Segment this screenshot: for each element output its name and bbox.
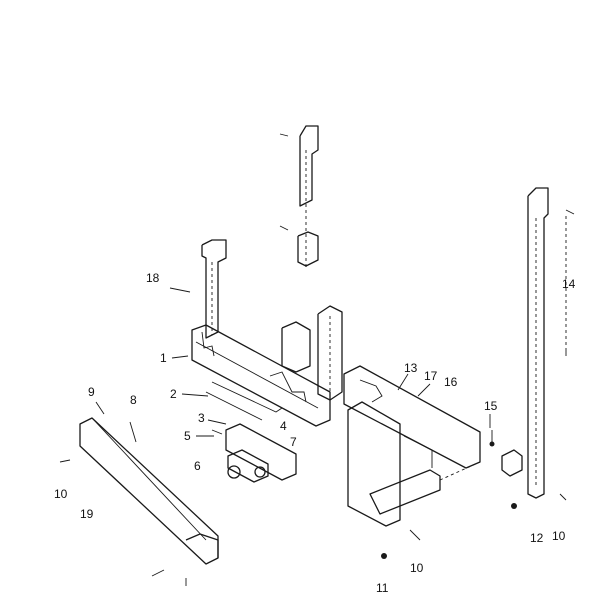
- callout-7: 7: [290, 435, 297, 449]
- top-center-post: [297, 125, 319, 270]
- callout-12: 12: [530, 531, 544, 545]
- callout-10-left: 10: [54, 487, 68, 501]
- leader-lines: [95, 287, 491, 437]
- lower-bracket-assembly: [205, 381, 297, 483]
- callout-18: 18: [146, 271, 160, 285]
- callout-6: 6: [194, 459, 201, 473]
- front-base-rail: [79, 417, 219, 565]
- callout-9: 9: [88, 385, 95, 399]
- left-upright-post: [201, 239, 227, 339]
- callout-1: 1: [160, 351, 167, 365]
- hardware-fasteners: [59, 133, 575, 586]
- callout-10-right: 10: [552, 529, 566, 543]
- callout-8: 8: [130, 393, 137, 407]
- callout-16: 16: [444, 375, 458, 389]
- callout-3: 3: [198, 411, 205, 425]
- callout-10-bottom: 10: [410, 561, 424, 575]
- callout-19: 19: [80, 507, 94, 521]
- right-base-frame: [343, 365, 481, 527]
- callout-17: 17: [424, 369, 438, 383]
- callout-15: 15: [484, 399, 498, 413]
- back-frame-panel: [191, 324, 331, 427]
- callout-13: 13: [404, 361, 418, 375]
- callout-5: 5: [184, 429, 191, 443]
- callout-11: 11: [376, 581, 389, 595]
- center-upright-post: [281, 305, 343, 401]
- callout-14: 14: [562, 277, 576, 291]
- right-tall-column: [527, 187, 567, 499]
- callout-4: 4: [280, 419, 287, 433]
- callout-2: 2: [170, 387, 177, 401]
